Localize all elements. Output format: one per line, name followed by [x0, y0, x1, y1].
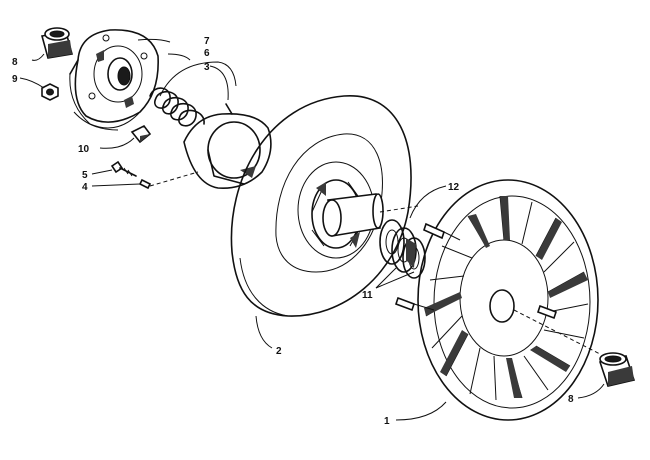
callout-12: 12	[448, 182, 460, 193]
nut-part-9	[41, 83, 59, 101]
callout-10: 10	[78, 144, 90, 155]
spring-seat-part-6	[159, 61, 237, 97]
mounting-studs	[394, 222, 558, 320]
washers-part-11	[379, 219, 426, 279]
callout-1: 1	[384, 416, 390, 427]
callout-3: 3	[204, 62, 210, 73]
slider-button-part-10	[130, 124, 152, 144]
callout-7: 7	[204, 36, 210, 47]
cam-housing-part-7	[69, 29, 159, 131]
callout-6: 6	[204, 48, 210, 59]
callout-4: 4	[82, 182, 88, 193]
callout-2: 2	[276, 346, 282, 357]
sheave-fin-shading	[424, 196, 588, 398]
callout-8-top: 8	[12, 57, 18, 68]
screw-part-5	[110, 160, 137, 177]
callout-9: 9	[12, 74, 18, 85]
leader-lines	[19, 38, 605, 421]
helix-cam	[183, 103, 272, 189]
pin-part-4	[138, 178, 152, 190]
bushing-part-8-top	[40, 27, 74, 59]
callout-labels: 1 2 3 4 5 6 7 8 8 9 10 11 12	[12, 36, 574, 427]
moveable-sheave-part-2	[230, 95, 419, 317]
callout-8-bottom: 8	[568, 394, 574, 405]
callout-11: 11	[362, 290, 373, 301]
callout-5: 5	[82, 170, 88, 181]
fixed-sheave-part-1	[394, 179, 601, 421]
spring-part-3	[149, 87, 205, 127]
bushing-part-8-bottom	[598, 352, 636, 387]
